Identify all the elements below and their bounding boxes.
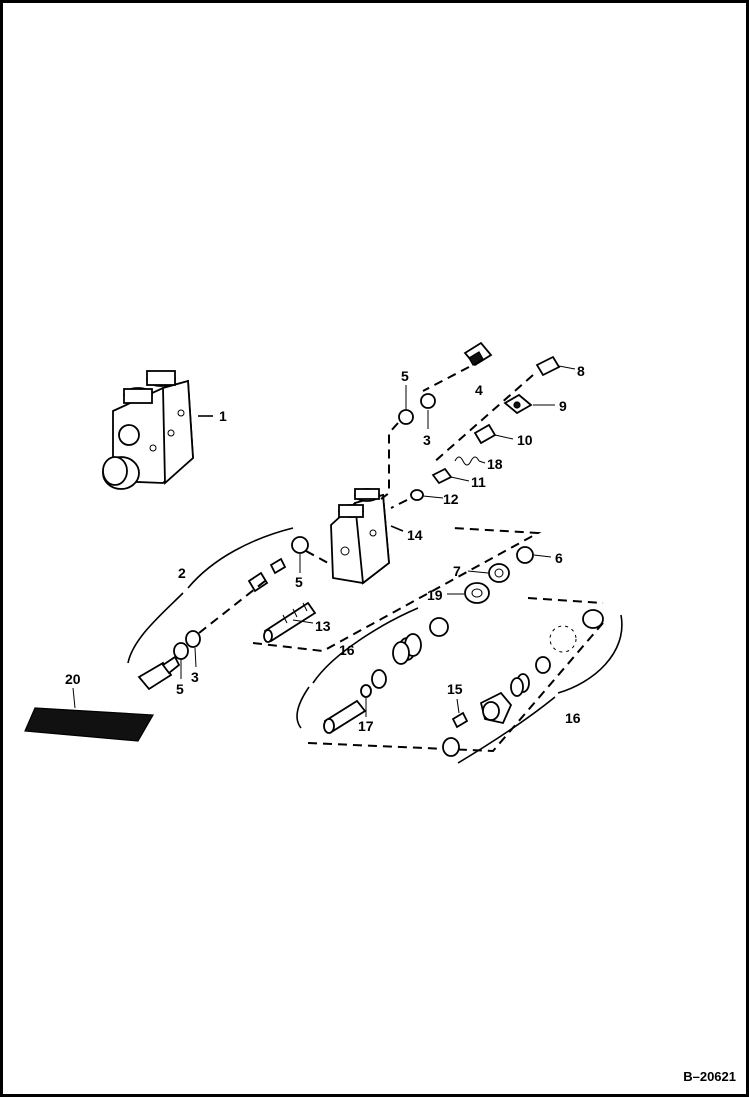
assembly-path-upper [390,499,408,509]
block-part-9 [503,393,533,415]
leader-line-14 [390,525,404,532]
callout-4: 4 [475,382,483,398]
callout-1: 1 [219,408,227,424]
callout-19: 19 [427,587,443,603]
o-ring-part-17 [360,684,372,698]
assembly-path-relief [432,374,534,464]
leader-line-11 [450,476,470,482]
leader-line-8 [558,365,576,370]
callout-15: 15 [447,681,463,697]
leader-line-7 [467,570,489,574]
bracket-group-16-left-bottom [296,686,310,729]
callout-5-mid: 5 [295,574,303,590]
bracket-group-16-right-top [557,614,623,694]
bracket-group-2-bottom [127,592,184,664]
bolt-circle-16b [549,625,577,653]
cap-part-16a [429,617,449,637]
callout-2: 2 [178,565,186,581]
washer-part-16b [535,656,551,674]
exploded-view-diagram: 1 14 4 8 9 10 18 11 1 [24,341,623,764]
callout-5-top: 5 [401,368,409,384]
figure-id: B–20621 [683,1069,736,1084]
fitting-part-4 [463,341,493,367]
callout-17: 17 [358,718,374,734]
o-ring-part-12 [410,489,424,501]
spring-part-16a [392,633,422,665]
fitting-part-2a [247,557,287,593]
spool-part-16a [323,699,367,734]
bracket-spool-section [252,527,542,653]
o-ring-part-3-bottom-a [173,642,189,660]
bracket-group-16-right-bottom [457,696,556,764]
plug-part-8 [535,355,561,377]
callout-13: 13 [315,618,331,634]
o-ring-part-5-top [398,409,414,425]
o-ring-part-6 [516,546,534,564]
bracket-group-16-left-top [312,607,419,684]
bracket-group-16-right-dashed [527,597,604,604]
callout-5-bottom: 5 [176,681,184,697]
o-ring-part-16b [582,609,604,629]
retainer-part-19 [464,582,490,604]
leader-line-6 [533,554,552,558]
leader-line-18 [478,460,486,464]
callout-10: 10 [517,432,533,448]
poppet-part-10 [473,423,497,445]
callout-16-left: 16 [339,642,355,658]
spring-part-18 [454,456,480,466]
screw-part-15 [451,711,469,729]
callout-20: 20 [65,671,81,687]
leader-line-13 [292,619,314,624]
assembly-path-5-mid [305,550,329,564]
callout-12: 12 [443,491,459,507]
decal-part-20 [24,707,155,742]
washer-part-16a [371,669,387,689]
callout-16-right: 16 [565,710,581,726]
callout-8: 8 [577,363,585,379]
bracket-group-2-top [187,527,294,589]
callout-6: 6 [555,550,563,566]
spool-part-13 [263,601,317,643]
o-ring-part-3-top [420,393,436,409]
assembly-path-port [380,422,399,500]
cap-screw-part-16b [442,737,460,757]
callout-9: 9 [559,398,567,414]
leader-line-10 [494,434,514,440]
callout-11: 11 [471,474,486,490]
assembly-path-4 [422,366,470,392]
spring-part-16b [510,673,530,697]
callout-3-top: 3 [423,432,431,448]
leader-line-15 [456,698,460,714]
callout-18: 18 [487,456,503,472]
o-ring-part-5-mid [291,536,309,554]
o-ring-part-3-bottom-b [185,630,201,648]
leader-line-3-bottom [194,647,197,668]
washer-part-7 [488,563,510,583]
bracket-group-16-left-dashed [307,622,604,753]
seal-part-11 [431,467,453,485]
callout-3-bottom: 3 [191,669,199,685]
callout-14: 14 [407,527,423,543]
leader-line-20 [72,687,76,709]
plug-part-5-bottom [137,655,181,691]
end-cap-part-16b [479,691,513,725]
valve-body-section-illustration [330,488,390,585]
leader-line-12 [422,495,444,499]
callout-7: 7 [453,563,461,579]
valve-assembly-illustration [102,370,194,490]
